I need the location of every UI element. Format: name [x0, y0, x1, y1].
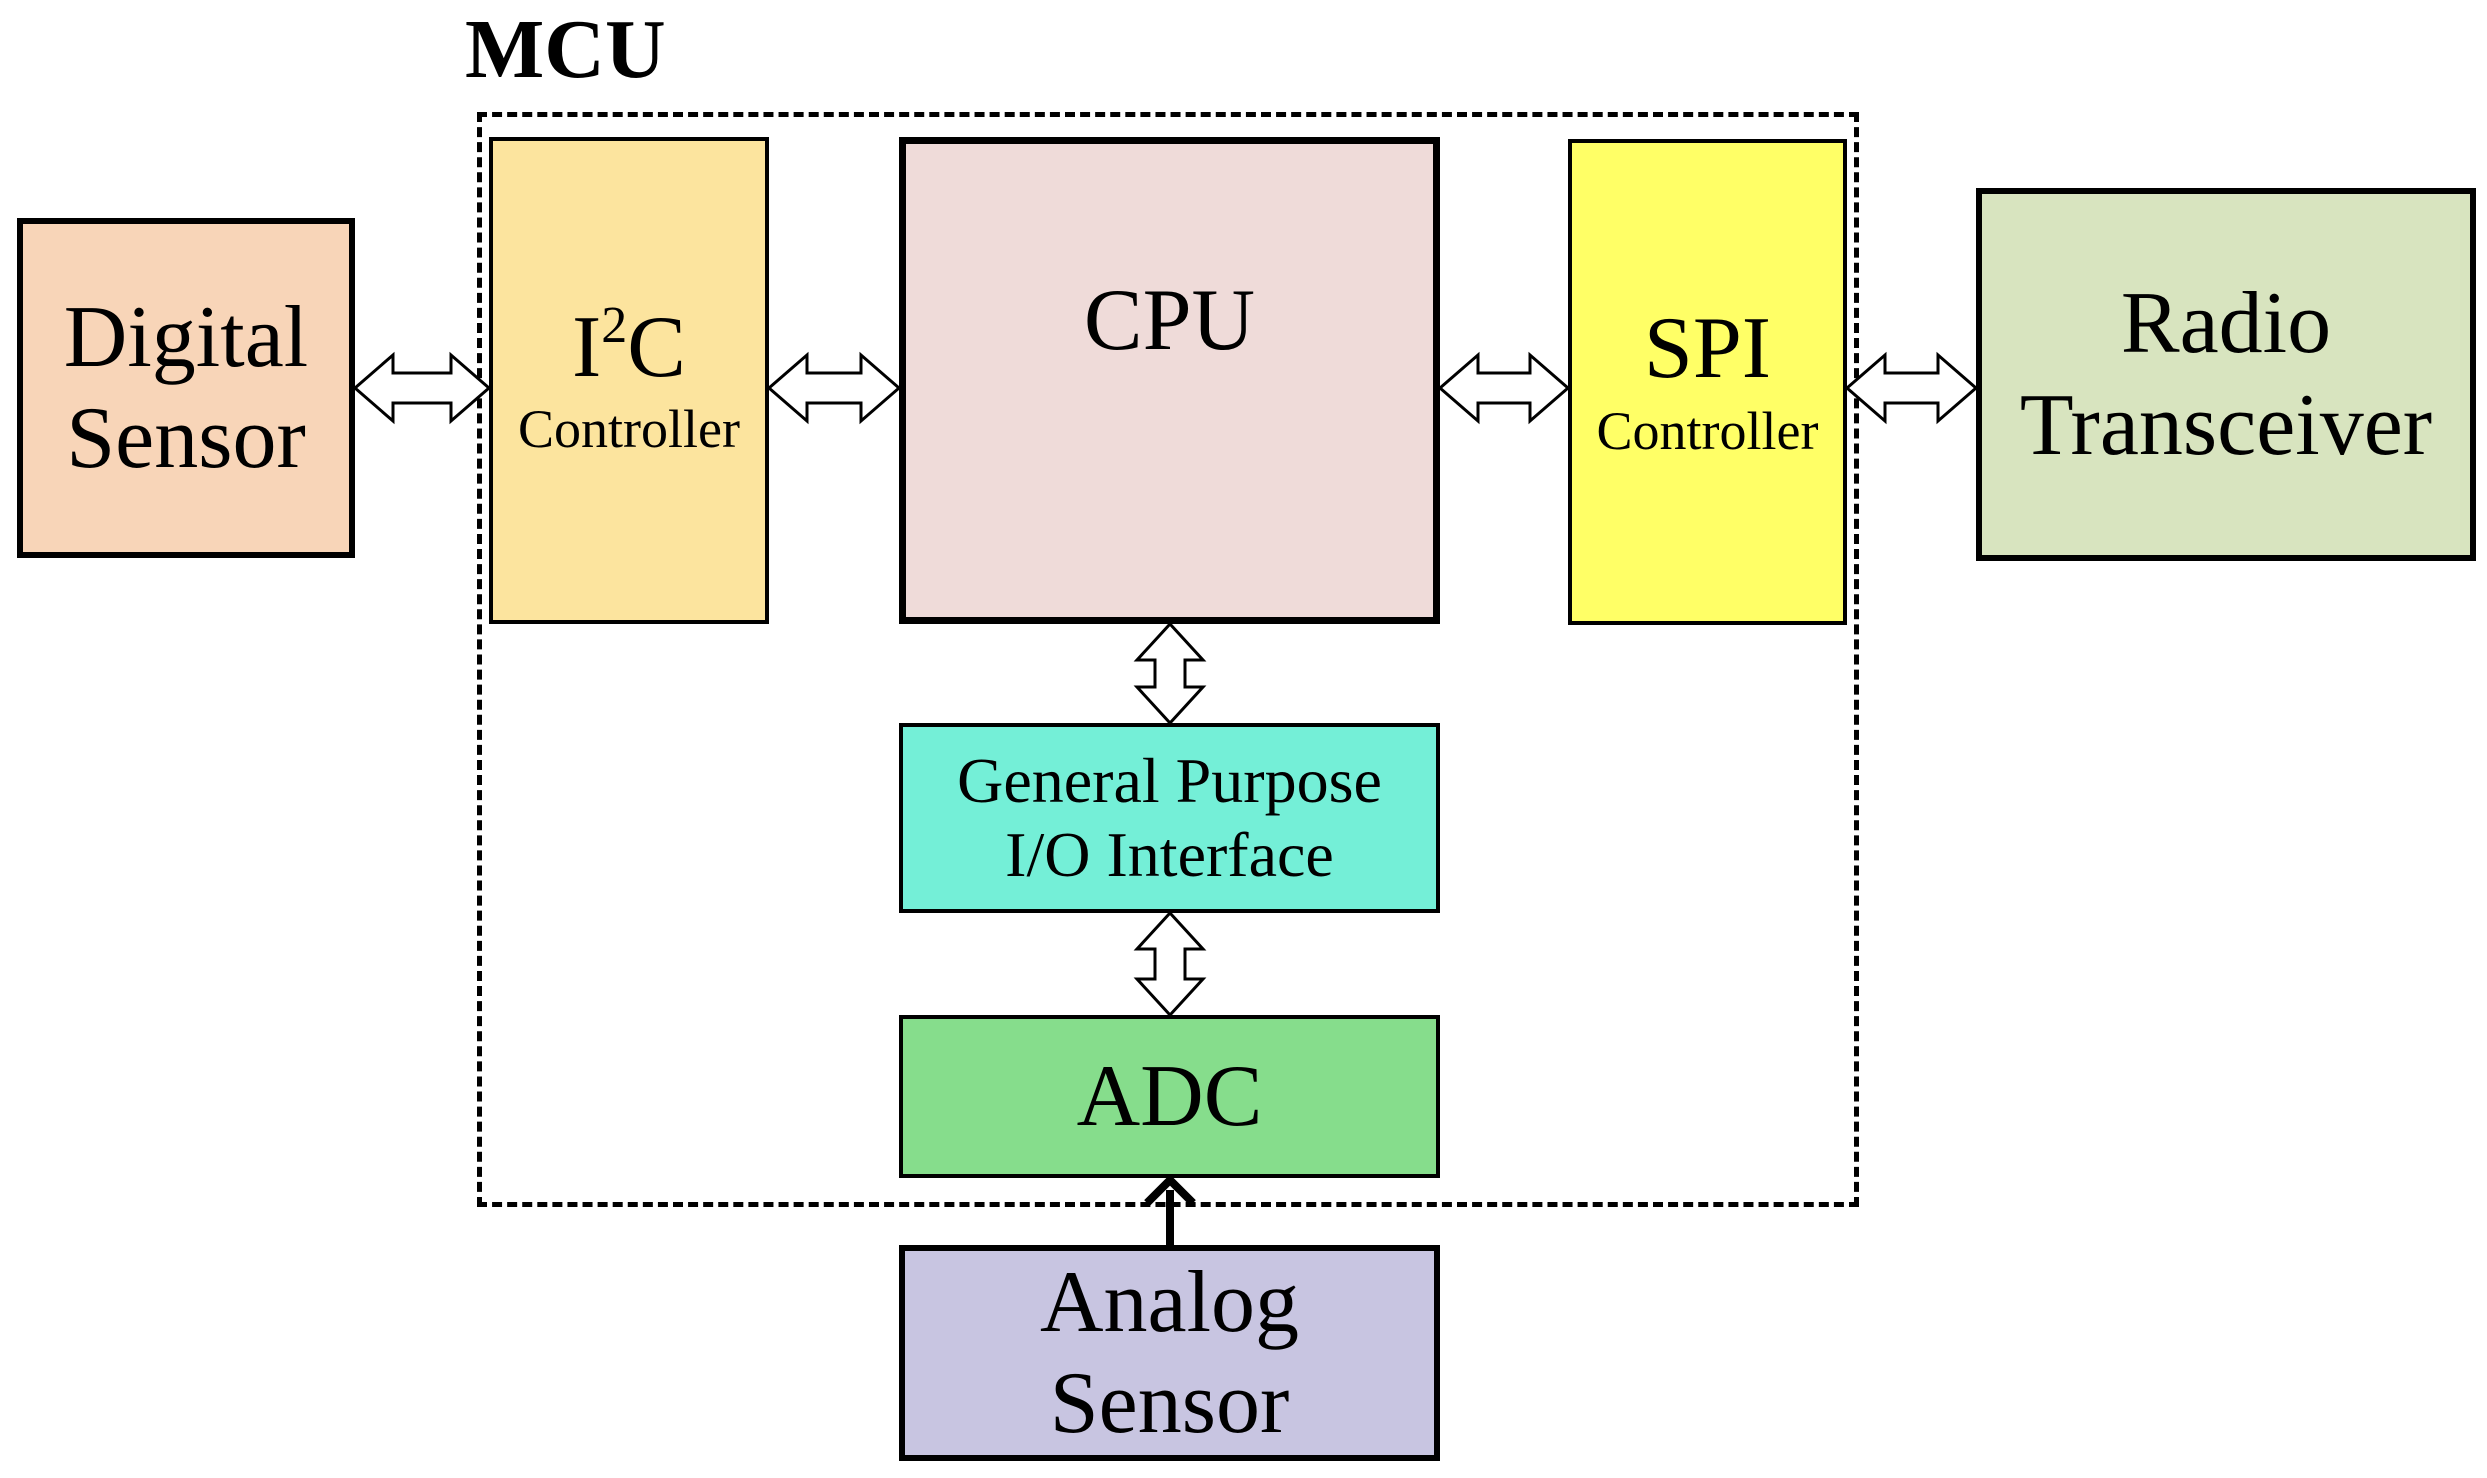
adc-label: ADC — [1076, 1047, 1263, 1145]
gpio-interface-block: General Purpose I/O Interface — [899, 723, 1440, 913]
digital-sensor-line2: Sensor — [66, 390, 306, 487]
radio-line2: Transceiver — [2019, 376, 2433, 474]
analog-line2: Sensor — [1049, 1355, 1290, 1452]
gpio-line1: General Purpose — [957, 745, 1382, 817]
arrow-i2c-cpu — [766, 351, 902, 425]
i2c-title-superscript: 2 — [601, 296, 628, 354]
analog-line1: Analog — [1039, 1253, 1300, 1351]
arrow-digital-i2c — [352, 351, 492, 425]
radio-transceiver-block: Radio Transceiver — [1976, 188, 2476, 561]
mcu-label: MCU — [465, 3, 666, 96]
arrow-cpu-gpio — [1133, 621, 1207, 726]
arrow-cpu-spi — [1437, 351, 1571, 425]
i2c-controller-block: I2C Controller — [489, 137, 769, 624]
spi-subtitle: Controller — [1596, 400, 1819, 461]
gpio-line2: I/O Interface — [1005, 819, 1334, 890]
spi-controller-block: SPI Controller — [1568, 139, 1847, 625]
i2c-title-tail: C — [627, 298, 686, 396]
cpu-label: CPU — [1083, 271, 1256, 369]
digital-sensor-line1: Digital — [63, 288, 309, 386]
i2c-title-base: I — [571, 298, 602, 396]
adc-block: ADC — [899, 1015, 1440, 1178]
arrow-spi-radio — [1844, 351, 1979, 425]
i2c-subtitle: Controller — [518, 399, 740, 459]
i2c-title: I2C — [571, 298, 686, 396]
arrow-gpio-adc — [1133, 910, 1207, 1018]
spi-title: SPI — [1643, 300, 1772, 398]
digital-sensor-block: Digital Sensor — [17, 218, 355, 558]
arrow-analog-adc-head — [1144, 1174, 1196, 1206]
cpu-block: CPU — [899, 137, 1440, 624]
radio-line1: Radio — [2120, 275, 2332, 373]
analog-sensor-block: Analog Sensor — [899, 1245, 1440, 1461]
